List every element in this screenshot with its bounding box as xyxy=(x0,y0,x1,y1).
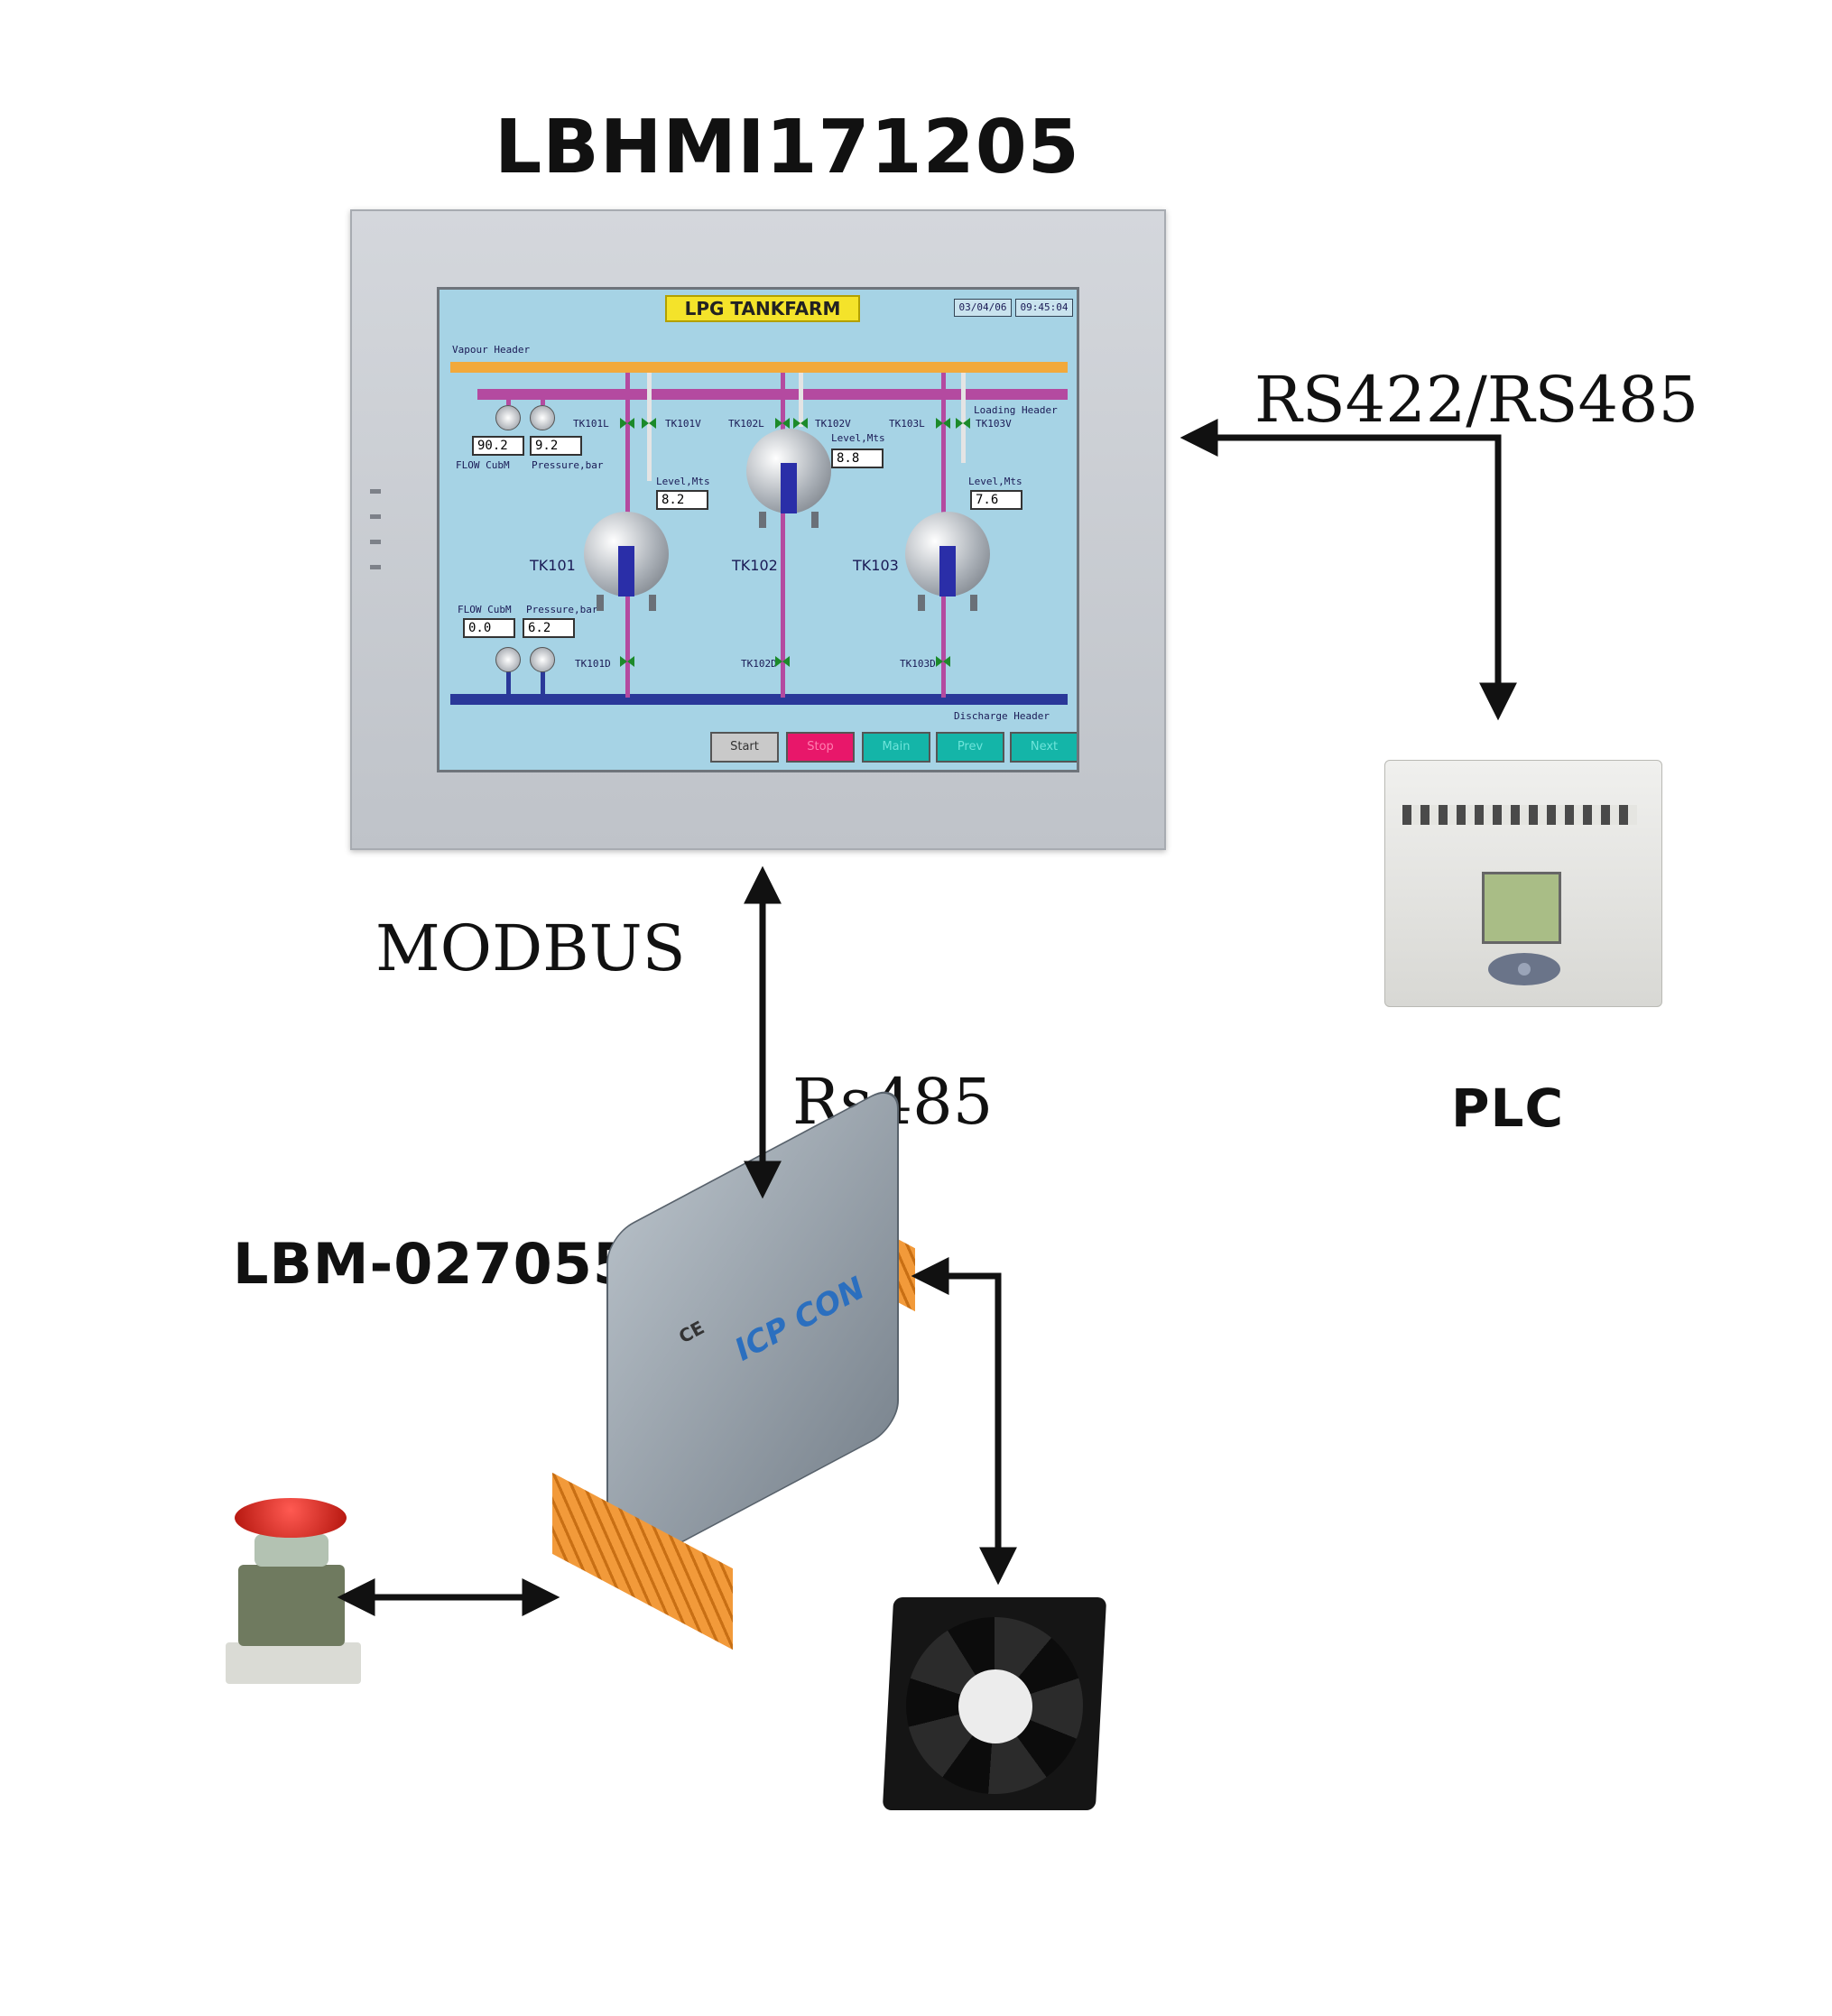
pipe xyxy=(781,373,785,698)
prev-button[interactable]: Prev xyxy=(936,732,1004,763)
estop-base-plate xyxy=(226,1642,361,1684)
pipe xyxy=(506,669,511,696)
tk103-level-value: 7.6 xyxy=(970,490,1022,510)
valve-icon xyxy=(936,656,950,667)
pipe xyxy=(541,669,545,696)
loading-header-pipe xyxy=(477,389,1068,400)
bottom-flow-value: 0.0 xyxy=(463,618,515,638)
tank-level-bar xyxy=(781,463,797,513)
cooling-fan-icon xyxy=(882,1597,1108,1814)
plc-device xyxy=(1384,747,1662,1007)
tank-level-label: Level,Mts xyxy=(968,476,1022,487)
valve-label: TK102L xyxy=(728,418,764,430)
valve-label: TK101D xyxy=(575,658,611,670)
tank-leg xyxy=(649,595,656,611)
tank-leg xyxy=(811,512,819,528)
power-led xyxy=(370,489,381,494)
valve-icon xyxy=(620,656,634,667)
main-button[interactable]: Main xyxy=(862,732,930,763)
pressure-meter-icon xyxy=(530,647,555,672)
tank-level-bar xyxy=(618,546,634,596)
screen-title: LPG TANKFARM xyxy=(665,295,860,322)
stop-button[interactable]: Stop xyxy=(786,732,855,763)
bottom-flow-label: FLOW CubM xyxy=(458,604,512,615)
valve-label: TK103V xyxy=(976,418,1012,430)
bottom-pressure-label: Pressure,bar xyxy=(526,604,598,615)
estop-cap xyxy=(235,1498,347,1538)
next-button[interactable]: Next xyxy=(1010,732,1077,763)
tank-level-bar xyxy=(939,546,956,596)
hmi-plc-arrow xyxy=(1180,419,1517,721)
module-fan-arrow xyxy=(911,1257,1017,1586)
estop-ring xyxy=(254,1534,328,1567)
tank-level-label: Level,Mts xyxy=(831,432,885,444)
tank-leg xyxy=(970,595,977,611)
valve-icon xyxy=(793,418,808,429)
screen-date: 03/04/06 xyxy=(954,299,1012,317)
tank-icon xyxy=(584,512,669,611)
pipe xyxy=(506,389,511,405)
tank-label-tk101: TK101 xyxy=(530,557,576,574)
pipe xyxy=(799,373,803,427)
start-button[interactable]: Start xyxy=(710,732,779,763)
tank-label-tk103: TK103 xyxy=(853,557,899,574)
top-flow-label: FLOW CubM xyxy=(456,459,510,471)
flow-meter-icon xyxy=(495,405,521,430)
valve-label: TK103D xyxy=(900,658,936,670)
hmi-screen: LPG TANKFARM 03/04/06 09:45:04 Vapour He… xyxy=(437,287,1079,772)
vapour-header-label: Vapour Header xyxy=(452,344,531,356)
tk102-level-value: 8.8 xyxy=(831,449,884,468)
valve-icon xyxy=(620,418,634,429)
hmi-panel: LPG TANKFARM 03/04/06 09:45:04 Vapour He… xyxy=(350,209,1166,850)
tank-level-label: Level,Mts xyxy=(656,476,710,487)
top-flow-value: 90.2 xyxy=(472,436,524,456)
valve-label: TK103L xyxy=(889,418,925,430)
status-led xyxy=(370,514,381,519)
hmi-title: LBHMI171205 xyxy=(495,105,1080,190)
tank-leg xyxy=(759,512,766,528)
pipe xyxy=(647,373,652,481)
valve-icon xyxy=(936,418,950,429)
modbus-label: MODBUS xyxy=(375,911,686,985)
fan-hub xyxy=(958,1669,1032,1743)
tank-icon xyxy=(905,512,990,611)
plc-terminal-strip xyxy=(1402,805,1637,825)
plc-keypad-icon xyxy=(1488,953,1560,985)
emergency-stop-button-icon xyxy=(217,1498,388,1697)
com1-led xyxy=(370,540,381,544)
loading-header-label: Loading Header xyxy=(974,404,1058,416)
valve-icon xyxy=(775,418,790,429)
valve-label: TK102D xyxy=(741,658,777,670)
tank-leg xyxy=(597,595,604,611)
pipe xyxy=(541,389,545,405)
tank-leg xyxy=(918,595,925,611)
screen-time: 09:45:04 xyxy=(1015,299,1073,317)
module-title: LBM-027055 xyxy=(233,1231,634,1297)
discharge-header-label: Discharge Header xyxy=(954,710,1050,722)
tank-icon xyxy=(746,429,831,528)
valve-icon xyxy=(956,418,970,429)
tk101-level-value: 8.2 xyxy=(656,490,708,510)
valve-icon xyxy=(642,418,656,429)
plc-lcd xyxy=(1482,872,1561,944)
valve-label: TK102V xyxy=(815,418,851,430)
plc-title: PLC xyxy=(1451,1077,1565,1139)
top-pressure-label: Pressure,bar xyxy=(532,459,604,471)
tank-label-tk102: TK102 xyxy=(732,557,778,574)
discharge-header-pipe xyxy=(450,694,1068,705)
estop-housing xyxy=(238,1565,345,1646)
vapour-header-pipe xyxy=(450,362,1068,373)
pipe xyxy=(961,373,966,463)
flow-meter-icon xyxy=(495,647,521,672)
com2-led xyxy=(370,565,381,569)
top-pressure-value: 9.2 xyxy=(530,436,582,456)
valve-icon xyxy=(775,656,790,667)
valve-label: TK101V xyxy=(665,418,701,430)
bottom-pressure-value: 6.2 xyxy=(523,618,575,638)
valve-label: TK101L xyxy=(573,418,609,430)
pressure-meter-icon xyxy=(530,405,555,430)
